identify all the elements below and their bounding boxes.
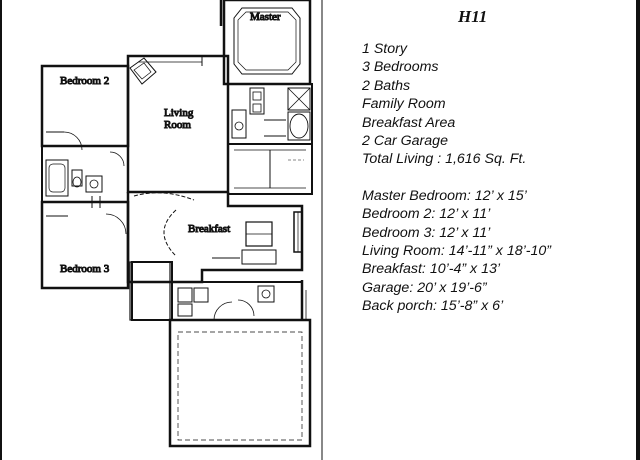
room-label-bedroom-2: Bedroom 2 [60,75,109,87]
plan-code: H11 [458,7,488,26]
living-room-area [126,54,230,194]
dimension-line: Garage: 20’ x 19’-6” [362,279,487,296]
master-bath [227,83,313,145]
summary-line: Family Room [362,96,446,113]
plan-specs: H11 1 Story 3 Bedrooms 2 Baths Family Ro… [362,6,638,316]
summary-list: 1 Story 3 Bedrooms 2 Baths Family Room B… [362,40,638,169]
back-porch [129,261,171,440]
room-label-living-2: Room [164,119,191,131]
room-label-breakfast: Breakfast [188,223,230,235]
hall-closets [227,143,313,195]
summary-line: Breakfast Area [362,114,456,131]
breakfast-kitchen-area [126,192,304,284]
floor-plan-drawing: Master Bedroom 2 Living Room Breakfast B… [40,0,323,460]
dimensions-list: Master Bedroom: 12’ x 15’ Bedroom 2: 12’… [362,187,638,316]
garage-area [168,0,323,460]
page-border [636,0,640,460]
summary-line: 2 Car Garage [362,133,448,150]
summary-line: 1 Story [362,41,407,57]
dimension-line: Bedroom 2: 12’ x 11’ [362,206,491,223]
dimension-line: Bedroom 3: 12’ x 11’ [362,224,491,241]
spacer [362,169,638,187]
dimension-line: Back porch: 15’-8” x 6’ [362,298,504,315]
room-label-bedroom-3: Bedroom 3 [60,263,110,275]
dimension-line: Master Bedroom: 12’ x 15’ [362,187,527,204]
summary-line: 2 Baths [362,77,411,94]
dimension-line: Breakfast: 10’-4” x 13’ [362,261,500,278]
room-label-master: Master [250,11,281,23]
bedroom-3-area [40,200,130,290]
summary-line: Total Living : 1,616 Sq. Ft. [362,151,527,168]
summary-line: 3 Bedrooms [362,59,439,76]
room-label-living-1: Living [164,107,194,119]
dimension-line: Living Room: 14’-11” x 18’-10” [362,243,551,260]
hall-bath [41,145,129,208]
